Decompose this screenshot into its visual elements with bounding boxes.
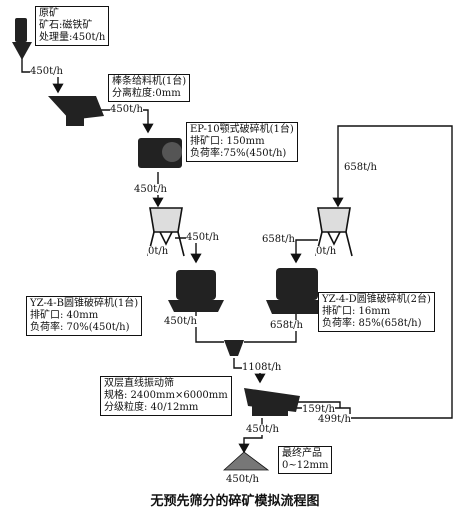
raw-ore-title: 原矿 — [39, 8, 59, 19]
product-pile — [222, 451, 270, 471]
cone-d-box: YZ-4-D圆锥破碎机(2台) 排矿口: 16mm 负荷率: 85%(658t/… — [318, 292, 435, 332]
cone-d-load: 负荷率: 85%(658t/h) — [322, 318, 422, 329]
flow-raw-out: 450t/h — [30, 66, 63, 77]
flow-feeder-out: 450t/h — [110, 104, 143, 115]
flow-cone-d-out: 658t/h — [270, 320, 303, 331]
flow-line-oversize — [296, 125, 453, 419]
flow-line-bin2 — [290, 239, 318, 264]
vibrating-screen-machine — [244, 388, 300, 416]
feeder-title: 棒条给料机(1台) — [112, 76, 187, 87]
jaw-title: EP-10颚式破碎机(1台) — [190, 124, 294, 135]
flow-product-bottom: 450t/h — [226, 474, 259, 485]
jaw-crusher-box: EP-10颚式破碎机(1台) 排矿口: 150mm 负荷率:75%(450t/h… — [186, 122, 298, 162]
figure-caption: 无预先筛分的碎矿模拟流程图 — [150, 494, 320, 509]
screen-spec: 规格: 2400mm×6000mm — [104, 390, 228, 401]
cone-b-title: YZ-4-B圆锥破碎机(1台) — [30, 298, 139, 309]
flow-line-midsize — [296, 401, 341, 408]
raw-ore-type: 矿石:磁铁矿 — [39, 20, 93, 31]
flow-bin1-left: 0t/h — [148, 246, 169, 257]
flow-bin2-right: 0t/h — [316, 246, 337, 257]
jaw-outlet: 排矿口: 150mm — [190, 136, 265, 147]
feeder-size: 分离粒度:0mm — [112, 88, 181, 99]
cone-b-box: YZ-4-B圆锥破碎机(1台) 排矿口: 40mm 负荷率: 70%(450t/… — [26, 296, 143, 336]
feeder-box: 棒条给料机(1台) 分离粒度:0mm — [108, 74, 191, 102]
flow-bin2-left: 658t/h — [262, 234, 295, 245]
cone-d-title: YZ-4-D圆锥破碎机(2台) — [322, 294, 431, 305]
cone-b-outlet: 排矿口: 40mm — [30, 310, 99, 321]
flow-jaw-out: 450t/h — [134, 184, 167, 195]
screen-box: 双层直线振动筛 规格: 2400mm×6000mm 分级粒度: 40/12mm — [100, 376, 232, 416]
flow-bin1-right: 450t/h — [186, 232, 219, 243]
raw-ore-capacity: 处理量:450t/h — [39, 32, 106, 43]
bar-feeder-machine — [48, 96, 104, 126]
surge-bin-1 — [147, 207, 185, 257]
flow-screen-over: 499t/h — [318, 414, 351, 425]
product-box: 最终产品 0~12mm — [278, 446, 333, 474]
raw-ore-box: 原矿 矿石:磁铁矿 处理量:450t/h — [35, 6, 110, 46]
jaw-load: 负荷率:75%(450t/h) — [190, 148, 287, 159]
screen-title: 双层直线振动筛 — [104, 378, 174, 389]
cone-crusher-b-machine — [168, 270, 224, 312]
cone-crusher-d-machine — [266, 268, 328, 314]
flow-screen-mid: 159t/h — [302, 404, 335, 415]
jaw-crusher-machine — [138, 138, 182, 168]
product-size: 0~12mm — [282, 460, 329, 471]
flow-return-top: 658t/h — [344, 162, 377, 173]
product-title: 最终产品 — [282, 448, 322, 459]
flow-line-cone-d — [244, 305, 297, 343]
screen-size: 分级粒度: 40/12mm — [104, 402, 199, 413]
flow-cone-b-out: 450t/h — [164, 316, 197, 327]
collector-hopper — [224, 340, 244, 356]
flow-combined: 1108t/h — [242, 362, 282, 373]
raw-ore-chute — [12, 18, 32, 60]
cone-d-outlet: 排矿口: 16mm — [322, 306, 391, 317]
cone-b-load: 负荷率: 70%(450t/h) — [30, 322, 130, 333]
flow-screen-under: 450t/h — [246, 424, 279, 435]
